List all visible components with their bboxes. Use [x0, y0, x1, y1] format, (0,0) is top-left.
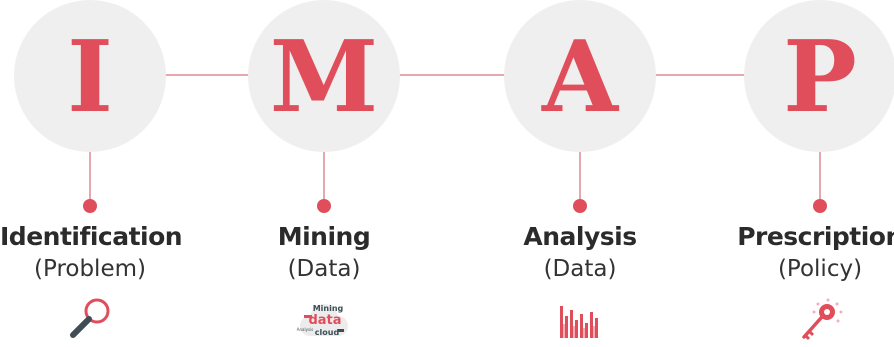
stage-prescription: P Prescription (Policy) — [730, 0, 894, 347]
connector-line — [648, 74, 758, 76]
stage-title: Analysis — [523, 222, 637, 251]
stem-line — [89, 152, 91, 202]
icon-label: Mining — [313, 304, 344, 313]
stem-line — [819, 152, 821, 202]
stem-line — [579, 152, 581, 202]
connector-line — [396, 74, 516, 76]
letter-circle: P — [744, 0, 894, 152]
stage-analysis: A Analysis (Data) — [490, 0, 670, 347]
letter-circle: I — [14, 0, 166, 152]
key-icon — [802, 298, 843, 341]
marker-dot — [83, 199, 97, 213]
marker-dot — [573, 199, 587, 213]
letter-circle: A — [504, 0, 656, 152]
stage-subtitle: (Data) — [543, 256, 617, 282]
stem-line — [323, 152, 325, 202]
data-mining-cloud-icon: Mining data Analysis cloud — [297, 304, 348, 337]
stage-subtitle: (Data) — [287, 256, 361, 282]
stage-title: Mining — [277, 222, 371, 251]
stage-subtitle: (Policy) — [777, 256, 863, 282]
stage-title: Identification — [0, 222, 183, 251]
icon-label: data — [308, 313, 341, 328]
stage-letter: I — [67, 20, 113, 135]
icon-label: Analysis — [297, 327, 313, 332]
stage-letter: P — [783, 20, 857, 135]
marker-dot — [317, 199, 331, 213]
stage-title: Prescription — [737, 222, 894, 251]
stage-identification: I Identification (Problem) — [0, 0, 183, 347]
letter-circle: M — [248, 0, 400, 152]
magnifier-icon — [70, 298, 110, 338]
marker-dot — [813, 199, 827, 213]
bar-chart-icon — [560, 306, 598, 338]
stage-subtitle: (Problem) — [34, 256, 146, 282]
icon-label: cloud — [315, 328, 340, 337]
stage-letter: M — [269, 20, 379, 135]
stage-letter: A — [541, 20, 619, 135]
connector-line — [160, 74, 264, 76]
stage-mining: M Mining (Data) Mining data Analysis clo… — [234, 0, 414, 347]
